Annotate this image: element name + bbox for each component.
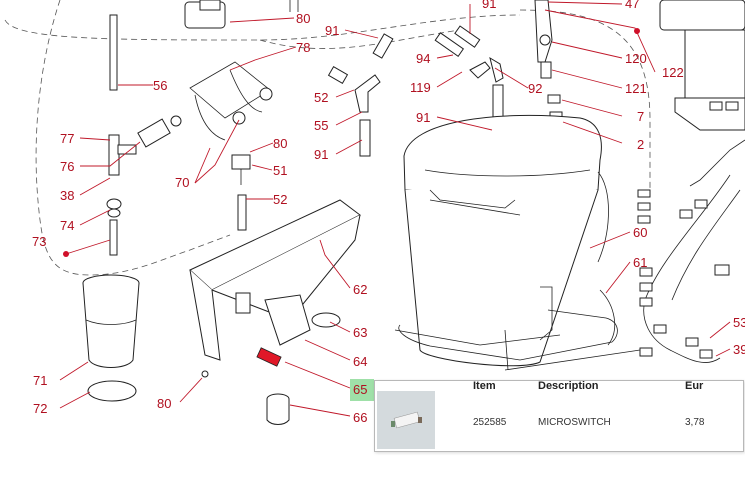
callout-65-highlight[interactable] <box>350 379 374 401</box>
fitting-group-part[interactable] <box>106 115 182 256</box>
group-outline-left <box>4 0 521 276</box>
callout-76[interactable]: 76 <box>60 159 74 174</box>
callout-55[interactable]: 55 <box>314 118 328 133</box>
tube-group-91-part[interactable] <box>327 33 394 157</box>
column-header-item: Item <box>473 380 496 392</box>
callout-119[interactable]: 119 <box>410 80 431 95</box>
part-info-popup: Item Description Eur 252585 MICROSWITCH … <box>374 380 744 452</box>
callout-120[interactable]: 120 <box>625 51 647 66</box>
wire-harness-part[interactable] <box>637 174 741 363</box>
valve-group-part[interactable] <box>534 0 563 131</box>
callout-70[interactable]: 70 <box>175 175 189 190</box>
callout-91b[interactable]: 91 <box>314 147 328 162</box>
bracket-78-part[interactable] <box>189 61 273 141</box>
callout-56[interactable]: 56 <box>153 78 167 93</box>
callout-92[interactable]: 92 <box>528 81 542 96</box>
callout-91d[interactable]: 91 <box>482 0 496 11</box>
tube-56-part[interactable] <box>109 14 118 91</box>
group-marker-dot <box>63 251 69 257</box>
frame-part[interactable] <box>659 0 745 187</box>
callout-47[interactable]: 47 <box>625 0 639 11</box>
callout-72[interactable]: 72 <box>33 401 47 416</box>
callout-2[interactable]: 2 <box>637 137 644 152</box>
callout-63[interactable]: 63 <box>353 325 367 340</box>
callout-78[interactable]: 78 <box>296 40 310 55</box>
callout-66[interactable]: 66 <box>353 410 367 425</box>
callout-61[interactable]: 61 <box>633 255 647 270</box>
group-marker-dot <box>634 28 640 34</box>
callout-71[interactable]: 71 <box>33 373 47 388</box>
callout-62[interactable]: 62 <box>353 282 367 297</box>
callout-80[interactable]: 80 <box>296 11 310 26</box>
water-tank-60-part[interactable] <box>394 114 641 371</box>
callout-91c[interactable]: 91 <box>416 110 430 125</box>
cylinder-71-part[interactable] <box>82 274 140 402</box>
callout-7[interactable]: 7 <box>637 109 644 124</box>
stand-62-part[interactable] <box>189 199 361 361</box>
leader-lines <box>59 1 731 417</box>
microswitch-thumbnail-icon <box>377 391 435 449</box>
callout-80b[interactable]: 80 <box>273 136 287 151</box>
callout-38[interactable]: 38 <box>60 188 74 203</box>
callout-labels: 80 78 56 77 76 38 74 73 70 80 51 52 71 7… <box>32 0 745 425</box>
pump-part[interactable] <box>184 0 299 29</box>
callout-74[interactable]: 74 <box>60 218 74 233</box>
part-price: 3,78 <box>685 417 705 428</box>
callout-53[interactable]: 53 <box>733 315 745 330</box>
column-header-description: Description <box>538 380 599 392</box>
callout-52a[interactable]: 52 <box>273 192 287 207</box>
callout-91a[interactable]: 91 <box>325 23 339 38</box>
callout-64[interactable]: 64 <box>353 354 367 369</box>
callout-73[interactable]: 73 <box>32 234 46 249</box>
column-header-eur: Eur <box>685 380 704 392</box>
callout-52b[interactable]: 52 <box>314 90 328 105</box>
part-thumbnail-image <box>377 391 435 449</box>
callout-60[interactable]: 60 <box>633 225 647 240</box>
part-description: MICROSWITCH <box>538 417 611 428</box>
group-outline-top <box>259 29 461 49</box>
sensor-51-part[interactable] <box>231 154 251 231</box>
callout-39[interactable]: 39 <box>733 342 745 357</box>
microswitch-65-part[interactable] <box>201 347 290 425</box>
callout-77[interactable]: 77 <box>60 131 74 146</box>
callout-51[interactable]: 51 <box>273 163 287 178</box>
part-item-number: 252585 <box>473 417 507 428</box>
callout-94[interactable]: 94 <box>416 51 430 66</box>
callout-121[interactable]: 121 <box>625 81 647 96</box>
callout-80c[interactable]: 80 <box>157 396 171 411</box>
callout-122[interactable]: 122 <box>662 65 684 80</box>
